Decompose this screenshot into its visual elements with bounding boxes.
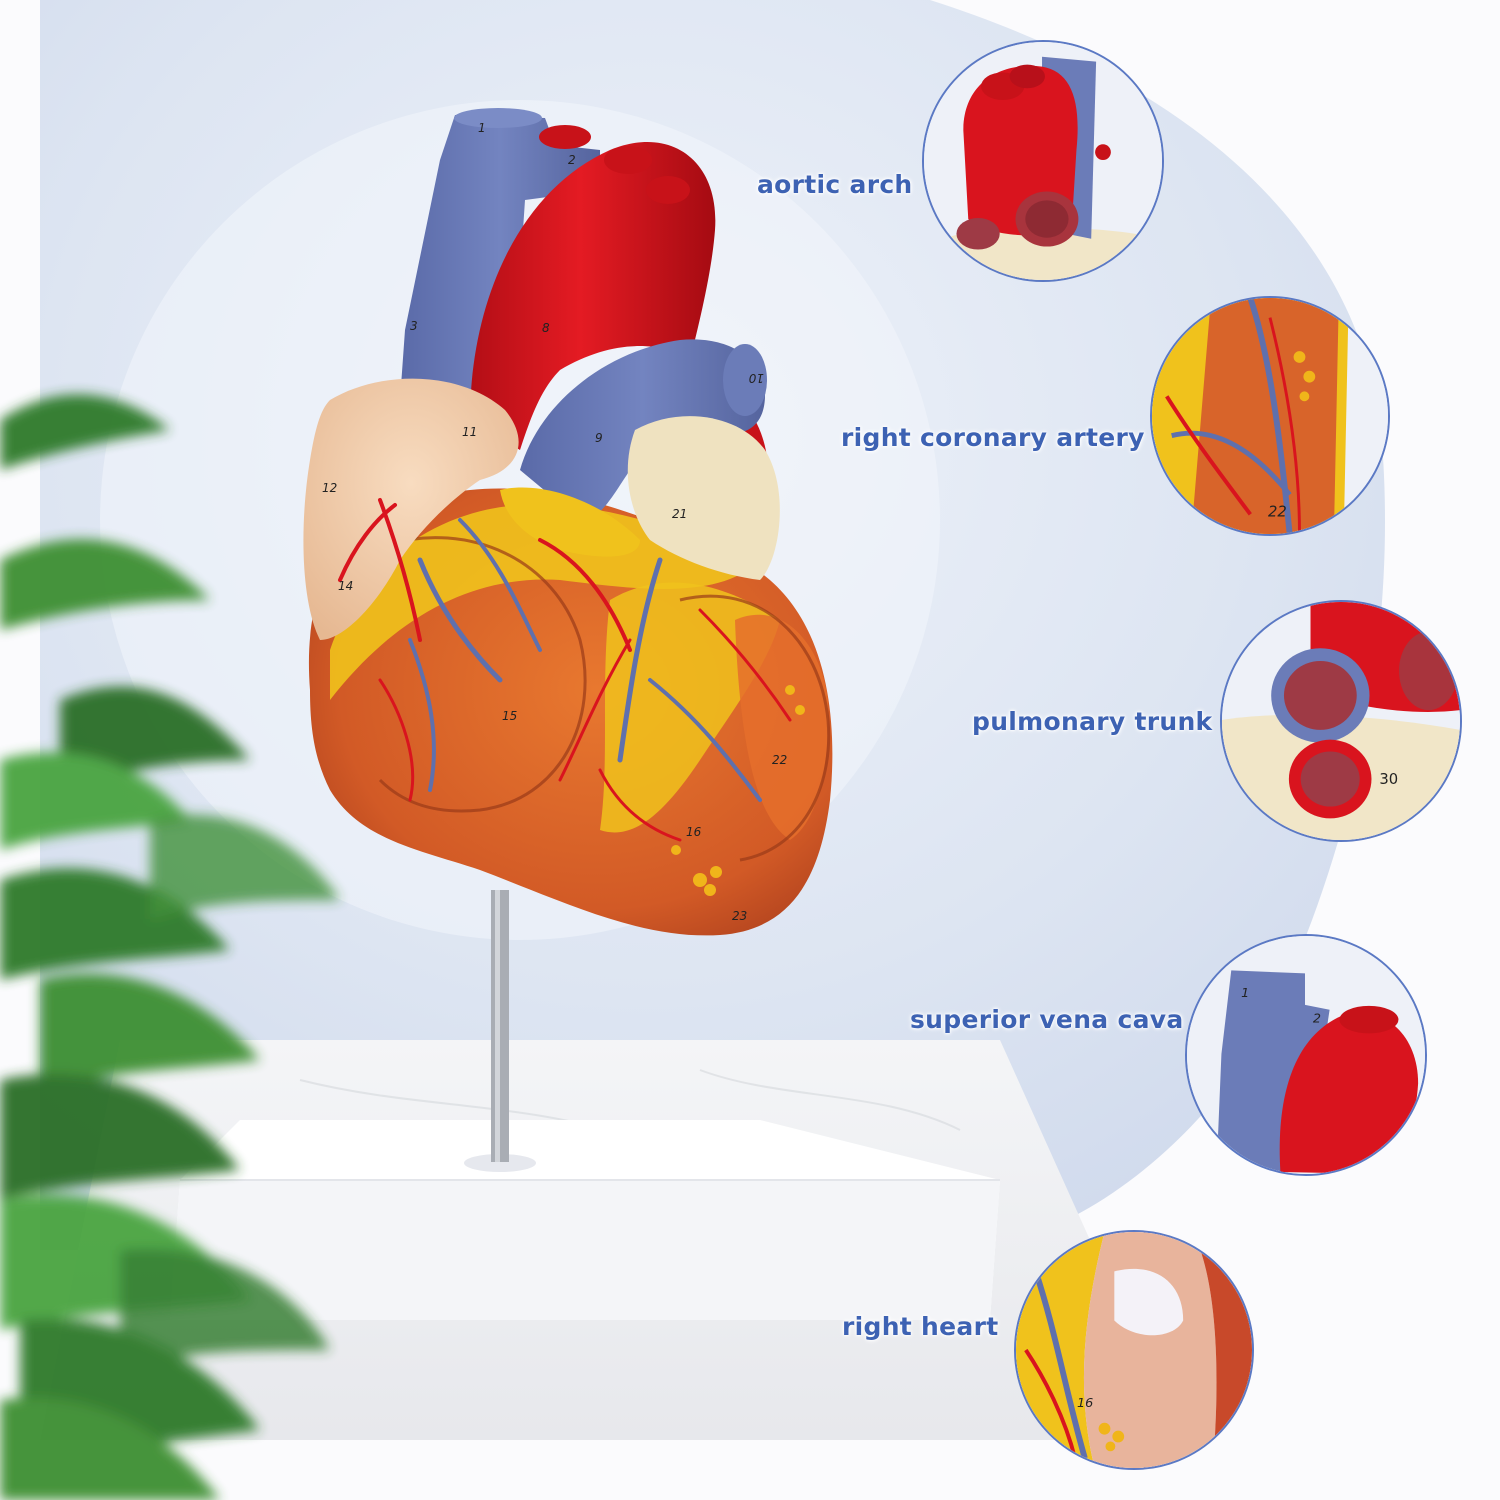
detail-circle-right-heart: 16: [1014, 1230, 1254, 1470]
model-number-23: 23: [732, 909, 747, 923]
model-number-8: 8: [542, 321, 550, 335]
callout-superior-vena-cava: superior vena cava: [910, 1005, 1184, 1034]
model-number-9: 9: [595, 431, 603, 445]
model-number-1-detail: 1: [1241, 986, 1249, 1001]
detail-circle-right-coronary-artery: 22: [1150, 296, 1390, 536]
model-number-16: 16: [686, 825, 702, 839]
model-number-12: 12: [322, 481, 337, 495]
model-number-11: 11: [462, 425, 477, 439]
model-number-2: 2: [568, 153, 576, 167]
model-number-16-detail: 16: [1077, 1396, 1093, 1411]
model-number-3: 3: [410, 319, 418, 333]
callout-right-coronary-artery: right coronary artery: [841, 423, 1145, 452]
model-number-15: 15: [502, 709, 517, 723]
detail-circle-pulmonary-trunk: 30: [1220, 600, 1462, 842]
model-number-21: 21: [672, 507, 687, 521]
model-number-2-detail: 2: [1313, 1012, 1321, 1027]
model-number-22-detail: 22: [1268, 503, 1287, 520]
model-number-22: 22: [772, 753, 787, 767]
detail-circle-aortic-arch: [922, 40, 1164, 282]
model-number-30-detail: 30: [1379, 771, 1398, 788]
callout-aortic-arch: aortic arch: [757, 170, 913, 199]
model-number-14: 14: [338, 579, 353, 593]
callout-right-heart: right heart: [842, 1312, 999, 1341]
model-number-10: 10: [748, 371, 764, 385]
callout-pulmonary-trunk: pulmonary trunk: [972, 707, 1213, 736]
model-number-1: 1: [478, 121, 486, 135]
detail-circle-superior-vena-cava: 1 2: [1185, 934, 1427, 1176]
